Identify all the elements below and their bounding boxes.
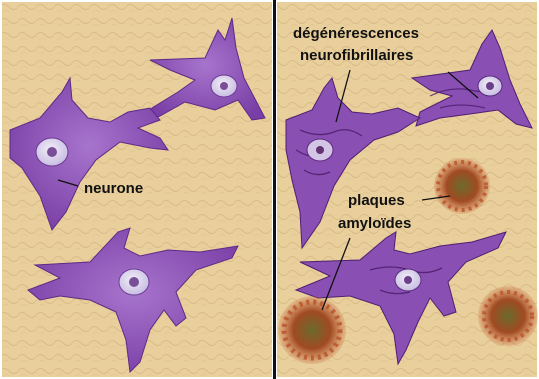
nucleolus — [220, 82, 228, 90]
nucleolus — [129, 277, 139, 287]
nucleolus — [47, 147, 57, 157]
nucleolus — [404, 276, 412, 284]
label-degenerescences-line2: neurofibrillaires — [300, 47, 413, 64]
amyloid-plaque-center — [434, 158, 490, 214]
nucleolus — [316, 146, 324, 154]
label-plaques-line1: plaques — [348, 192, 405, 209]
nucleolus — [486, 82, 494, 90]
amyloid-plaque-bottom-left — [278, 296, 346, 364]
panel-divider — [273, 0, 276, 379]
right-panel-alzheimer: dégénérescences neurofibrillaires plaque… — [277, 2, 538, 377]
label-plaques-line2: amyloïdes — [338, 215, 411, 232]
amyloid-plaque-bottom-right — [478, 286, 538, 346]
label-neurone: neurone — [84, 180, 143, 197]
label-degenerescences-line1: dégénérescences — [293, 25, 419, 42]
left-panel-healthy: neurone — [2, 2, 272, 377]
